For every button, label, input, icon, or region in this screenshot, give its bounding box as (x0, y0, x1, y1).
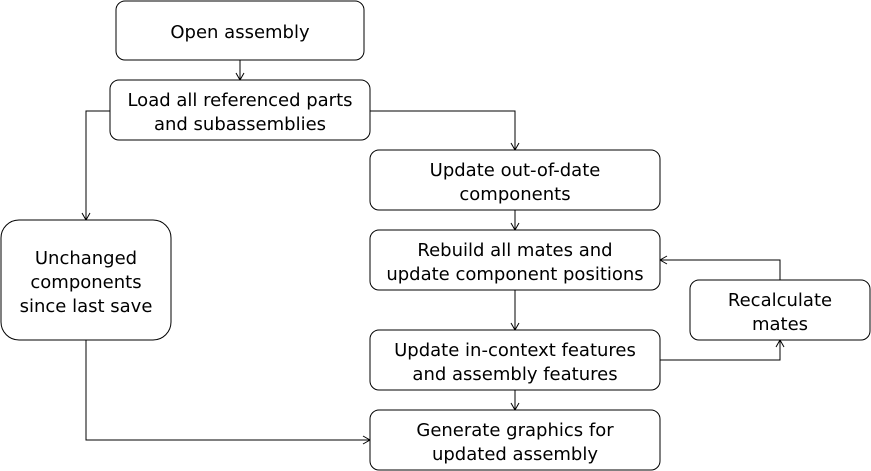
node-load-parts-line-1: Load all referenced parts (127, 90, 352, 111)
node-unchanged-components-line-1: Unchanged (35, 248, 137, 269)
node-load-parts: Load all referenced parts and subassembl… (109, 79, 371, 141)
node-unchanged-components-line-3: since last save (20, 296, 153, 317)
node-recalculate-mates-line-1: Recalculate (728, 290, 832, 311)
node-update-features-line-2: and assembly features (412, 364, 617, 385)
node-update-components: Update out-of-date components (369, 149, 661, 211)
flowchart-connectors (81, 60, 785, 445)
node-update-features: Update in-context features and assembly … (369, 329, 661, 391)
node-update-components-line-1: Update out-of-date (430, 160, 601, 181)
edge-recalculate-to-rebuild (661, 259, 781, 280)
node-generate-graphics: Generate graphics for updated assembly (369, 409, 661, 471)
edge-load-to-unchanged (85, 110, 110, 219)
node-load-parts-line-2: and subassemblies (154, 114, 326, 135)
node-open-assembly-line-1: Open assembly (170, 22, 310, 43)
node-update-components-line-2: components (459, 184, 570, 205)
node-recalculate-mates-line-2: mates (752, 314, 808, 335)
edge-load-to-update (370, 110, 516, 149)
node-open-assembly: Open assembly (115, 0, 365, 61)
node-rebuild-mates: Rebuild all mates and update component p… (369, 229, 661, 291)
node-update-features-line-1: Update in-context features (394, 340, 636, 361)
node-unchanged-components: Unchanged components since last save (0, 219, 172, 341)
node-generate-graphics-line-1: Generate graphics for (416, 420, 614, 441)
edge-unchanged-to-generate (85, 340, 369, 441)
node-rebuild-mates-line-2: update component positions (386, 264, 643, 285)
node-recalculate-mates: Recalculate mates (689, 279, 871, 341)
edge-features-to-recalculate (660, 341, 781, 361)
node-unchanged-components-line-2: components (30, 272, 141, 293)
node-rebuild-mates-line-1: Rebuild all mates and (417, 240, 612, 261)
node-generate-graphics-line-2: updated assembly (432, 444, 598, 465)
